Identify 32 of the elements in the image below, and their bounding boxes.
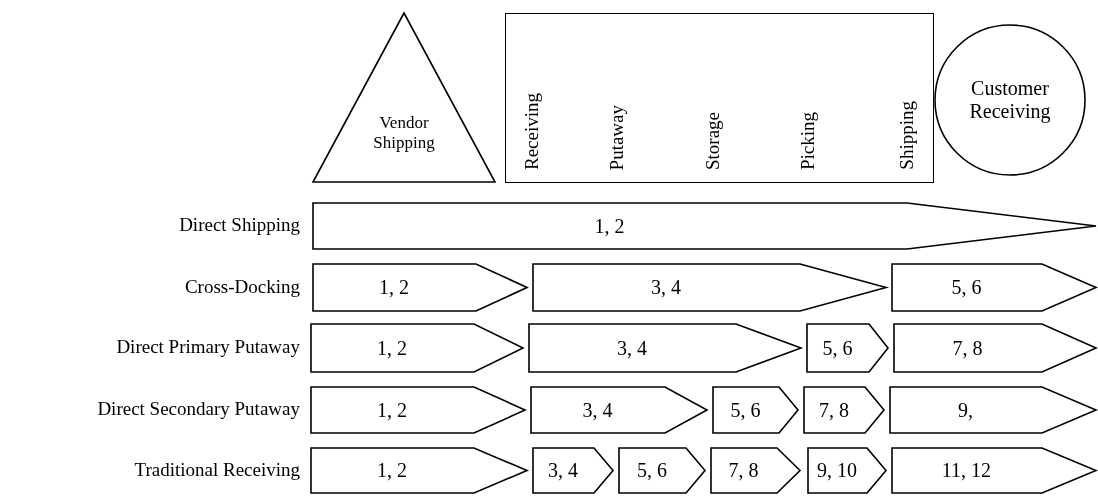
- pentagon-step-box: 1, 2: [312, 263, 528, 312]
- triangle-shape: Vendor Shipping: [312, 12, 496, 183]
- pentagon-step-box: 9,: [889, 386, 1097, 434]
- pentagon-step-box: 5, 6: [618, 447, 706, 494]
- row-label: Cross-Docking: [184, 275, 300, 298]
- pentagon-step-box: 5, 6: [806, 323, 889, 373]
- pentagon-step-box: 7, 8: [803, 386, 885, 434]
- pentagon-step-box: 1, 2: [310, 323, 524, 373]
- circle-shape: Customer Receiving: [934, 24, 1086, 176]
- step-label: Storage: [702, 111, 724, 170]
- pentagon-step-box: 5, 6: [712, 386, 799, 434]
- pentagon-step-box: 9, 10: [807, 447, 887, 494]
- row-label: Direct Secondary Putaway: [97, 398, 300, 420]
- pentagon-step-box: 1, 2: [310, 386, 526, 434]
- pentagon-step-box: 3, 4: [532, 447, 614, 494]
- row-label: Direct Primary Putaway: [116, 336, 300, 358]
- step-label: Putaway: [606, 104, 628, 170]
- pentagon-step-box: 3, 4: [528, 323, 802, 373]
- pentagon-step-box: 5, 6: [891, 263, 1097, 312]
- pentagon-step-box: 3, 4: [532, 263, 887, 312]
- row-label: Traditional Receiving: [134, 458, 300, 481]
- row-label: Direct Shipping: [179, 214, 300, 236]
- step-label: Receiving: [521, 92, 543, 170]
- pentagon-step-box: 1, 2: [312, 202, 1097, 250]
- pentagon-step-box: 11, 12: [891, 447, 1097, 494]
- step-label: Picking: [797, 111, 819, 170]
- pentagon-step-box: 7, 8: [893, 323, 1097, 373]
- pentagon-step-box: 7, 8: [710, 447, 801, 494]
- process-box: [505, 13, 934, 183]
- pentagon-step-box: 1, 2: [310, 447, 528, 494]
- step-label: Shipping: [896, 101, 918, 170]
- pentagon-step-box: 3, 4: [530, 386, 708, 434]
